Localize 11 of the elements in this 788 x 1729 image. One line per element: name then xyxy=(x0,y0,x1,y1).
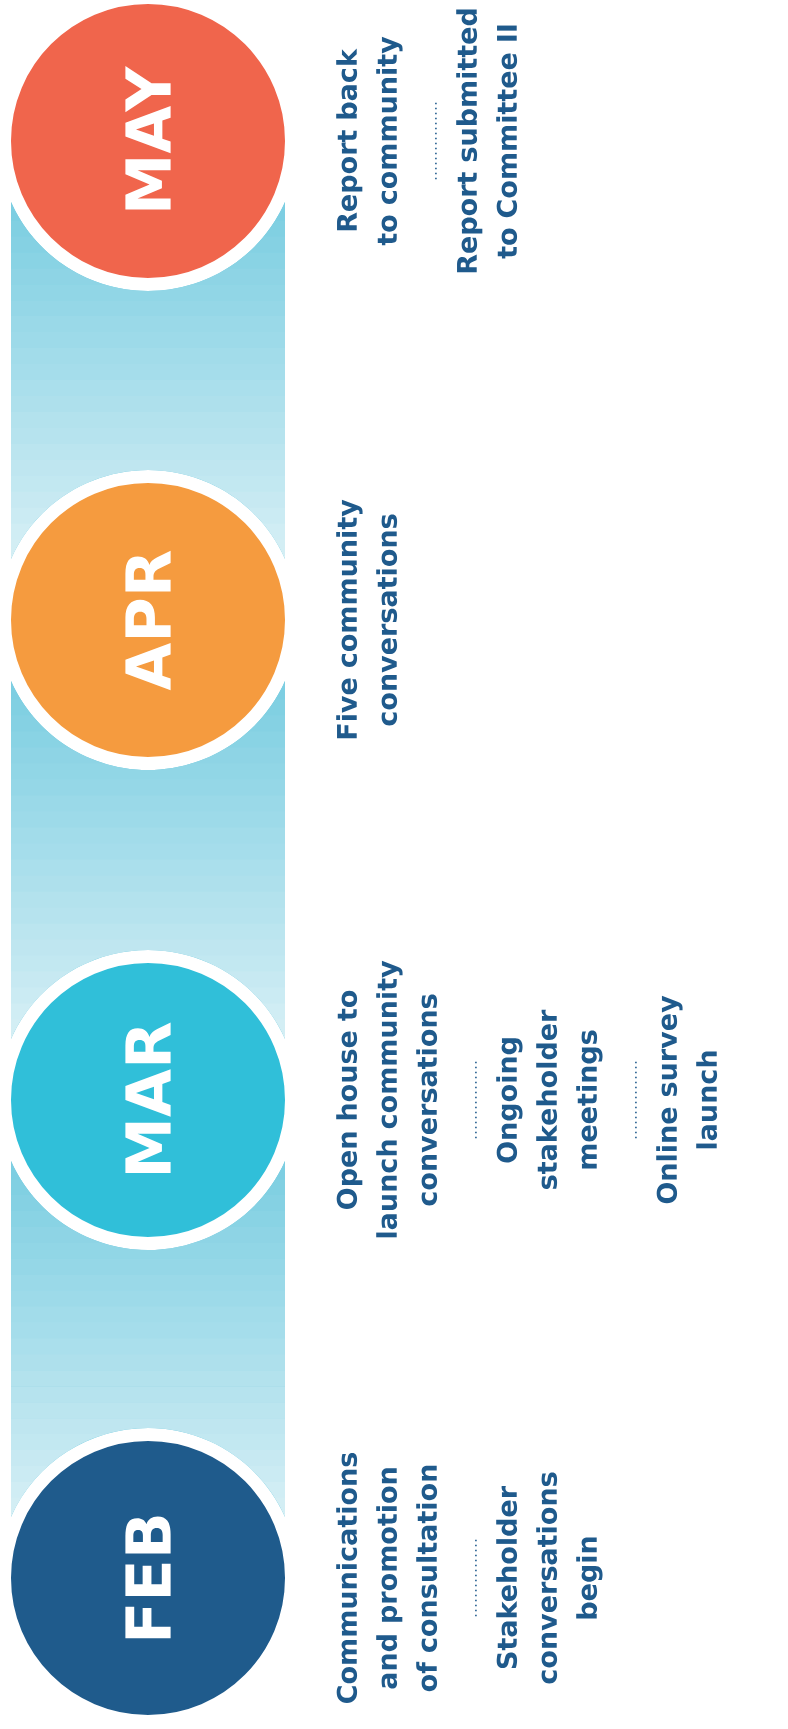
timeline-band xyxy=(11,681,285,1039)
milestone-text: Five community conversations xyxy=(336,499,398,739)
milestone-text: Ongoing stakeholder meetings xyxy=(496,1009,603,1189)
milestone-text: Report submitted to Committee II xyxy=(456,9,518,273)
milestone-text: Open house to launch community conversations xyxy=(336,960,438,1238)
milestone-text: Stakeholder conversations begin xyxy=(496,1472,603,1684)
milestone-text: Report back to community xyxy=(336,36,403,246)
timeline-band xyxy=(11,202,285,559)
milestone-text: Online survey launch xyxy=(656,995,718,1204)
milestone-text: Communications and promotion of consultation xyxy=(336,1452,438,1703)
timeline-band xyxy=(11,1161,285,1517)
